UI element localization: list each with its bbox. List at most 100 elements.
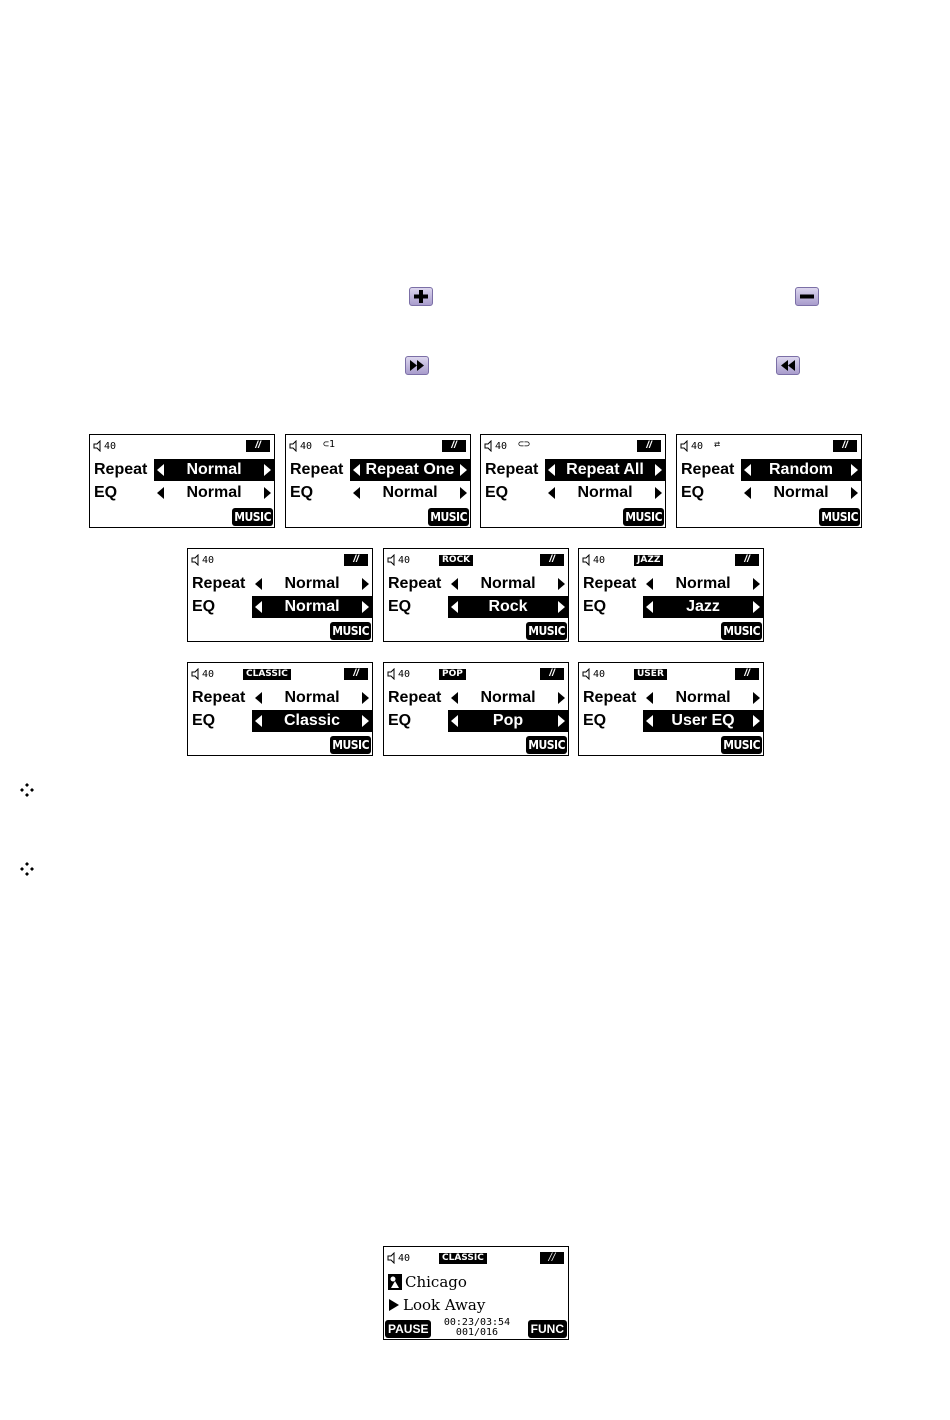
left-arrow-icon[interactable] [255,578,262,590]
play-icon [389,1299,399,1311]
lcd-screen: 40 POP // Repeat Normal EQ Pop MUSIC [383,662,569,756]
volume-value: 40 [300,440,313,452]
minus-icon[interactable] [795,287,819,306]
eq-value: Pop [492,712,524,729]
repeat-row: Repeat Normal [583,687,763,709]
eq-selector[interactable]: User EQ [643,710,763,732]
status-bar: 40 CLASSIC // [387,1250,567,1266]
left-arrow-icon[interactable] [451,578,458,590]
music-tag: MUSIC [623,508,664,526]
pause-button[interactable]: PAUSE [385,1320,432,1338]
left-arrow-icon[interactable] [255,715,262,727]
rewind-icon[interactable] [776,356,800,375]
right-arrow-icon[interactable] [362,578,369,590]
fast-forward-icon[interactable] [405,356,429,375]
right-arrow-icon[interactable] [851,464,858,476]
volume-indicator: 40 [582,554,605,566]
eq-row: EQ Normal [485,482,665,504]
repeat-selector[interactable]: Normal [154,459,274,481]
left-arrow-icon[interactable] [353,487,360,499]
left-arrow-icon[interactable] [157,487,164,499]
right-arrow-icon[interactable] [753,692,760,704]
left-arrow-icon[interactable] [255,601,262,613]
status-bar: 40 ⇄ // [680,438,860,454]
eq-selector[interactable]: Pop [448,710,568,732]
right-arrow-icon[interactable] [264,487,271,499]
func-button[interactable]: FUNC [527,1320,567,1338]
left-arrow-icon[interactable] [451,692,458,704]
repeat-selector[interactable]: Normal [643,687,763,709]
volume-value: 40 [202,668,215,680]
right-arrow-icon[interactable] [460,464,467,476]
status-bar: 40 ROCK // [387,552,567,568]
left-arrow-icon[interactable] [451,715,458,727]
repeat-value: Normal [284,575,340,592]
eq-label: EQ [388,712,412,729]
left-arrow-icon[interactable] [646,692,653,704]
left-arrow-icon[interactable] [646,715,653,727]
eq-selector[interactable]: Normal [350,482,470,504]
repeat-mode-icon: ⇄ [714,439,721,450]
eq-selector[interactable]: Normal [154,482,274,504]
eq-value: Jazz [686,598,720,615]
battery-icon: // [637,440,661,452]
eq-row: EQ Normal [94,482,274,504]
eq-row: EQ Normal [290,482,470,504]
eq-selector[interactable]: Classic [252,710,372,732]
repeat-selector[interactable]: Normal [643,573,763,595]
right-arrow-icon[interactable] [558,578,565,590]
repeat-label: Repeat [485,461,539,478]
status-bar: 40 ⊂⊃ // [484,438,664,454]
repeat-selector[interactable]: Normal [252,687,372,709]
battery-icon: // [540,668,564,680]
left-arrow-icon[interactable] [255,692,262,704]
left-arrow-icon[interactable] [157,464,164,476]
left-arrow-icon[interactable] [353,464,360,476]
speaker-icon [289,440,297,452]
right-arrow-icon[interactable] [362,601,369,613]
eq-value: Normal [773,484,829,501]
eq-row: EQ User EQ [583,710,763,732]
right-arrow-icon[interactable] [753,601,760,613]
left-arrow-icon[interactable] [451,601,458,613]
repeat-selector[interactable]: Random [741,459,861,481]
plus-icon[interactable] [409,287,433,306]
repeat-selector[interactable]: Repeat All [545,459,665,481]
eq-selector[interactable]: Normal [252,596,372,618]
right-arrow-icon[interactable] [558,692,565,704]
right-arrow-icon[interactable] [655,464,662,476]
volume-indicator: 40 [387,1252,410,1264]
eq-selector[interactable]: Normal [741,482,861,504]
left-arrow-icon[interactable] [744,487,751,499]
right-arrow-icon[interactable] [655,487,662,499]
lcd-screen: 40 ROCK // Repeat Normal EQ Rock MUSIC [383,548,569,642]
repeat-selector[interactable]: Normal [448,687,568,709]
left-arrow-icon[interactable] [548,464,555,476]
right-arrow-icon[interactable] [460,487,467,499]
volume-indicator: 40 [387,668,410,680]
right-arrow-icon[interactable] [264,464,271,476]
right-arrow-icon[interactable] [558,715,565,727]
right-arrow-icon[interactable] [362,692,369,704]
status-bar: 40 // [191,552,371,568]
right-arrow-icon[interactable] [851,487,858,499]
left-arrow-icon[interactable] [548,487,555,499]
repeat-selector[interactable]: Normal [252,573,372,595]
right-arrow-icon[interactable] [753,578,760,590]
repeat-selector[interactable]: Normal [448,573,568,595]
eq-selector[interactable]: Rock [448,596,568,618]
song-title: Look Away [403,1296,486,1314]
music-tag: MUSIC [526,736,567,754]
eq-selector[interactable]: Normal [545,482,665,504]
left-arrow-icon[interactable] [646,601,653,613]
speaker-icon [387,1252,395,1264]
right-arrow-icon[interactable] [753,715,760,727]
right-arrow-icon[interactable] [362,715,369,727]
repeat-selector[interactable]: Repeat One [350,459,470,481]
eq-selector[interactable]: Jazz [643,596,763,618]
lcd-screen: 40 // Repeat Normal EQ Normal MUSIC [187,548,373,642]
title-line: Look Away [388,1296,485,1314]
left-arrow-icon[interactable] [744,464,751,476]
left-arrow-icon[interactable] [646,578,653,590]
right-arrow-icon[interactable] [558,601,565,613]
